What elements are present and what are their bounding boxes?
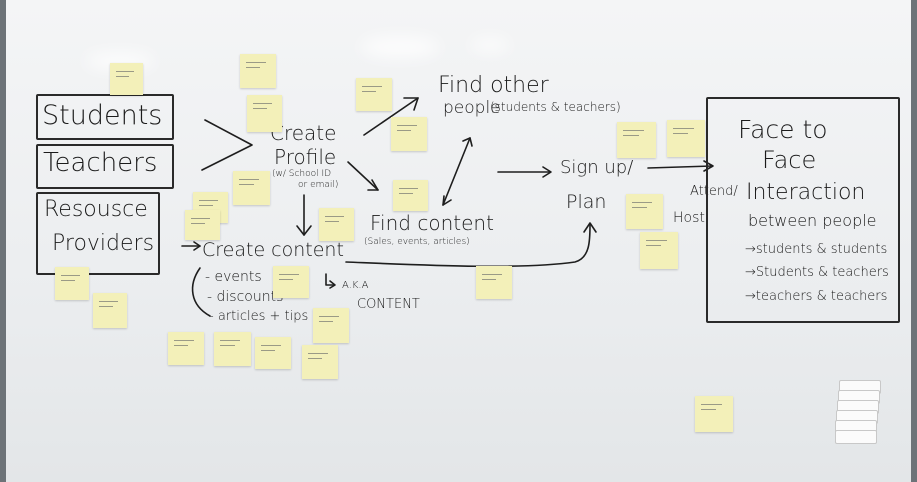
sticky-note [640,232,678,269]
content-list-item: - discounts [207,289,284,305]
outcome-title: Face [762,146,817,174]
sticky-note [319,208,354,241]
resource-providers-box [36,192,160,275]
signup-title: Plan [566,191,607,213]
outcome-list-item: →students & students [745,242,888,257]
outcome-title: Face to [738,115,828,144]
sticky-note [667,120,705,157]
students-box [36,94,174,140]
outcome-list-item: →teachers & teachers [745,289,888,304]
sticky-note [110,63,143,95]
light-reflection [470,38,510,52]
create-content-title: Create content [202,239,344,261]
create-profile-note: (w/ School ID [272,169,332,179]
find-content-title: Find content [370,211,494,235]
sticky-note [302,345,338,379]
sticky-note [240,54,276,88]
outcome-list-item: →Students & teachers [745,265,889,280]
create-profile-note: or email) [298,180,339,190]
sticky-note [247,95,282,132]
sticky-note [233,171,270,205]
sticky-note [393,180,428,211]
sticky-note [93,293,127,328]
sticky-note [626,194,663,229]
content-list-item: - events [205,269,262,285]
sticky-note [55,267,89,300]
sticky-note [273,266,309,298]
outcome-title: Interaction [746,180,866,205]
sticky-note [356,78,392,111]
create-profile-title: Create [270,121,337,145]
signup-title: Sign up/ [560,157,634,178]
attend-host-label: Attend/ [690,184,738,199]
teachers-box [36,144,174,189]
resource-providers-label: Providers [52,231,155,256]
sticky-note [313,308,349,343]
light-reflection [360,36,440,58]
attend-host-label: Host [673,210,705,226]
sticky-note [255,337,291,369]
resource-providers-label: Resousce [44,197,148,222]
sticky-note [617,122,656,158]
sticky-note [695,396,733,432]
sticky-note [214,332,251,366]
outcome-title: between people [748,211,877,230]
sticky-note [391,117,427,151]
whiteboard [6,0,911,482]
aka-label: A.K.A [342,280,369,291]
find-people-title: Find other [438,73,549,98]
create-profile-title: Profile [274,145,337,169]
sticky-note [476,266,512,299]
find-content-subtitle: (Sales, events, articles) [364,237,470,247]
content-list-item: - articles + tips [209,309,309,324]
teachers-label: Teachers [43,148,158,178]
students-label: Students [42,100,163,131]
sticky-note-pad [835,380,881,444]
sticky-note [185,210,220,240]
find-people-title: people [443,98,501,118]
sticky-note [168,332,204,365]
outcome-box [706,97,900,323]
aka-label: CONTENT [357,297,420,312]
find-people-subtitle: (students & teachers) [490,100,621,114]
